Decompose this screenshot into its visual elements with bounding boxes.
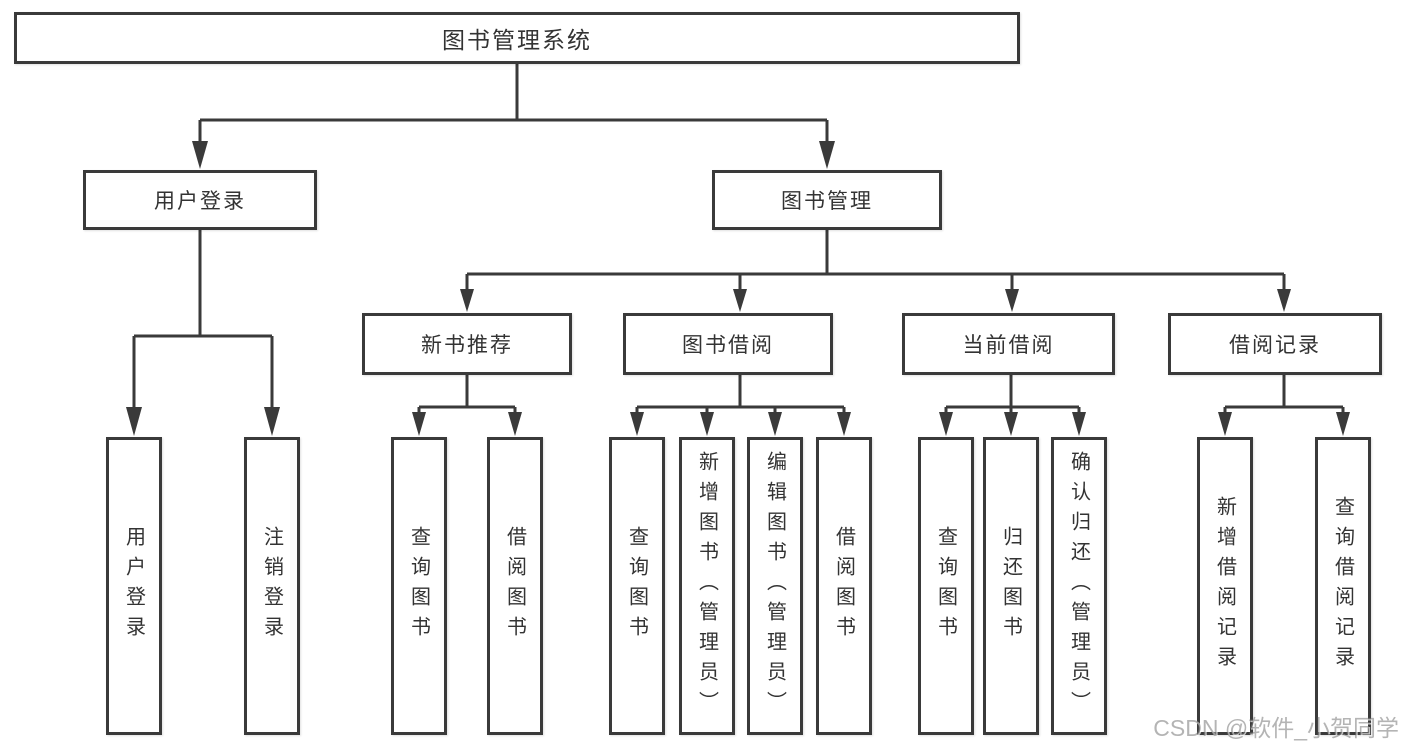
node-borrowing-records: 借阅记录 [1168, 313, 1382, 375]
node-library-management-system: 图书管理系统 [14, 12, 1020, 64]
node-label: 用户登录 [122, 526, 145, 646]
node-label: 确认归还（管理员） [1067, 451, 1090, 721]
csdn-watermark: CSDN @软件_小贺同学 [1153, 715, 1399, 741]
node-label: 当前借阅 [962, 334, 1055, 357]
node-label: 用户登录 [154, 190, 246, 213]
leaf-return-books: 归还图书 [983, 437, 1039, 735]
node-label: 新增借阅记录 [1213, 496, 1236, 676]
node-user-login-branch: 用户登录 [83, 170, 317, 230]
node-label: 查询借阅记录 [1331, 496, 1354, 676]
leaf-confirm-return-admin: 确认归还（管理员） [1051, 437, 1107, 735]
leaf-query-books-borrowing: 查询图书 [609, 437, 665, 735]
node-current-borrowing: 当前借阅 [902, 313, 1115, 375]
node-label: 新增图书（管理员） [695, 451, 718, 721]
node-book-borrowing: 图书借阅 [623, 313, 833, 375]
leaf-add-books-admin: 新增图书（管理员） [679, 437, 735, 735]
leaf-logout: 注销登录 [244, 437, 300, 735]
node-label: 注销登录 [260, 526, 283, 646]
leaf-query-borrow-record: 查询借阅记录 [1315, 437, 1371, 735]
node-label: 查询图书 [934, 526, 957, 646]
node-label: 借阅图书 [503, 526, 526, 646]
leaf-user-login: 用户登录 [106, 437, 162, 735]
leaf-query-books-recommend: 查询图书 [391, 437, 447, 735]
node-label: 图书管理系统 [442, 27, 592, 53]
leaf-edit-books-admin: 编辑图书（管理员） [747, 437, 803, 735]
node-label: 借阅记录 [1229, 334, 1321, 357]
leaf-borrow-books-recommend: 借阅图书 [487, 437, 543, 735]
node-label: 新书推荐 [421, 334, 513, 357]
node-label: 图书管理 [781, 190, 873, 213]
node-label: 查询图书 [625, 526, 648, 646]
node-new-book-recommendation: 新书推荐 [362, 313, 572, 375]
leaf-query-books-current: 查询图书 [918, 437, 974, 735]
node-label: 借阅图书 [832, 526, 855, 646]
node-label: 查询图书 [407, 526, 430, 646]
node-label: 图书借阅 [682, 334, 774, 357]
node-label: 归还图书 [999, 526, 1022, 646]
node-book-management-branch: 图书管理 [712, 170, 942, 230]
leaf-add-borrow-record: 新增借阅记录 [1197, 437, 1253, 735]
leaf-borrow-books: 借阅图书 [816, 437, 872, 735]
arrowheads [126, 141, 1350, 436]
node-label: 编辑图书（管理员） [763, 451, 786, 721]
